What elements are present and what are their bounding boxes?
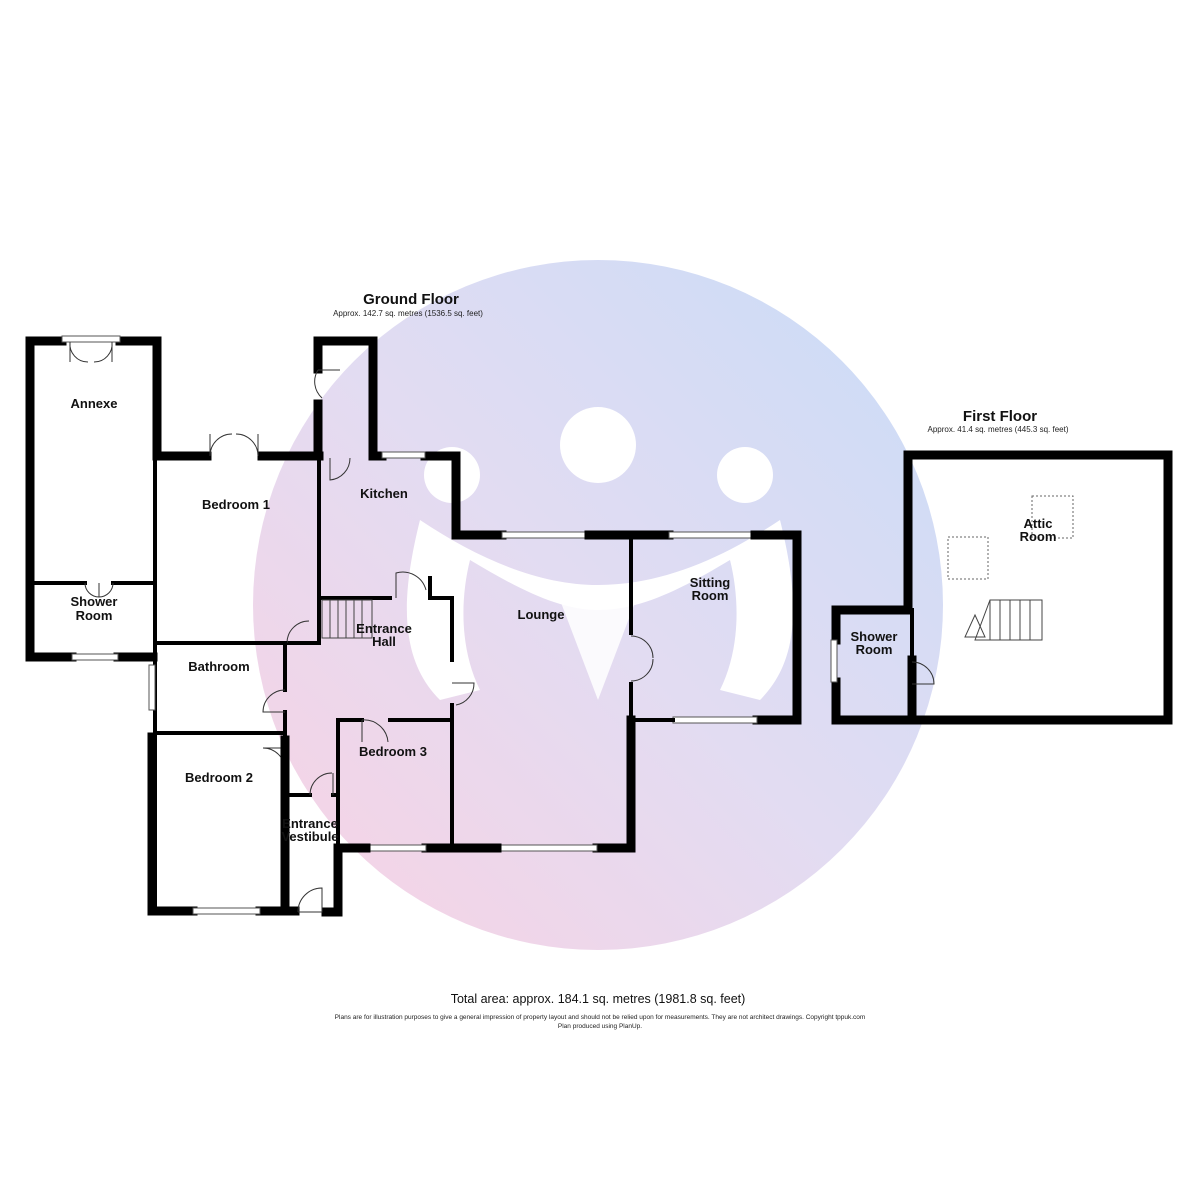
- room-label-annexe-shower-line1: Shower: [71, 594, 118, 609]
- first-floor-plan: [830, 450, 1173, 725]
- produced-by: Plan produced using PlanUp.: [558, 1023, 642, 1030]
- room-label-entrance-hall-line2: Hall: [372, 634, 396, 649]
- room-label-entrance-hall-line1: Entrance: [356, 621, 412, 636]
- agent-logo-watermark-icon: [253, 260, 943, 950]
- room-label-sitting-room-line2: Room: [692, 588, 729, 603]
- room-label-bedroom-3: Bedroom 3: [359, 744, 427, 759]
- ground-floor-area: Approx. 142.7 sq. metres (1536.5 sq. fee…: [333, 309, 483, 318]
- ground-floor-title: Ground Floor: [363, 291, 459, 308]
- room-label-attic-line2: Room: [1020, 529, 1057, 544]
- room-label-annexe-shower-line2: Room: [76, 608, 113, 623]
- room-label-vestibule-line2: Vestibule: [281, 829, 338, 844]
- total-area: Total area: approx. 184.1 sq. metres (19…: [451, 992, 746, 1006]
- room-label-bathroom: Bathroom: [188, 659, 249, 674]
- first-floor-title: First Floor: [963, 408, 1037, 425]
- ground-floor-plan: [25, 335, 802, 917]
- room-label-annexe: Annexe: [71, 396, 118, 411]
- disclaimer: Plans are for illustration purposes to g…: [335, 1014, 866, 1021]
- room-label-attic-line1: Attic: [1024, 516, 1053, 531]
- room-label-kitchen: Kitchen: [360, 486, 408, 501]
- room-label-bedroom-2: Bedroom 2: [185, 770, 253, 785]
- room-label-sitting-room-line1: Sitting: [690, 575, 730, 590]
- room-label-vestibule-line1: Entrance: [282, 816, 338, 831]
- room-label-bedroom-1: Bedroom 1: [202, 497, 270, 512]
- room-label-ff-shower-line1: Shower: [851, 629, 898, 644]
- room-label-ff-shower-line2: Room: [856, 642, 893, 657]
- first-floor-area: Approx. 41.4 sq. metres (445.3 sq. feet): [928, 425, 1069, 434]
- room-label-lounge: Lounge: [518, 607, 565, 622]
